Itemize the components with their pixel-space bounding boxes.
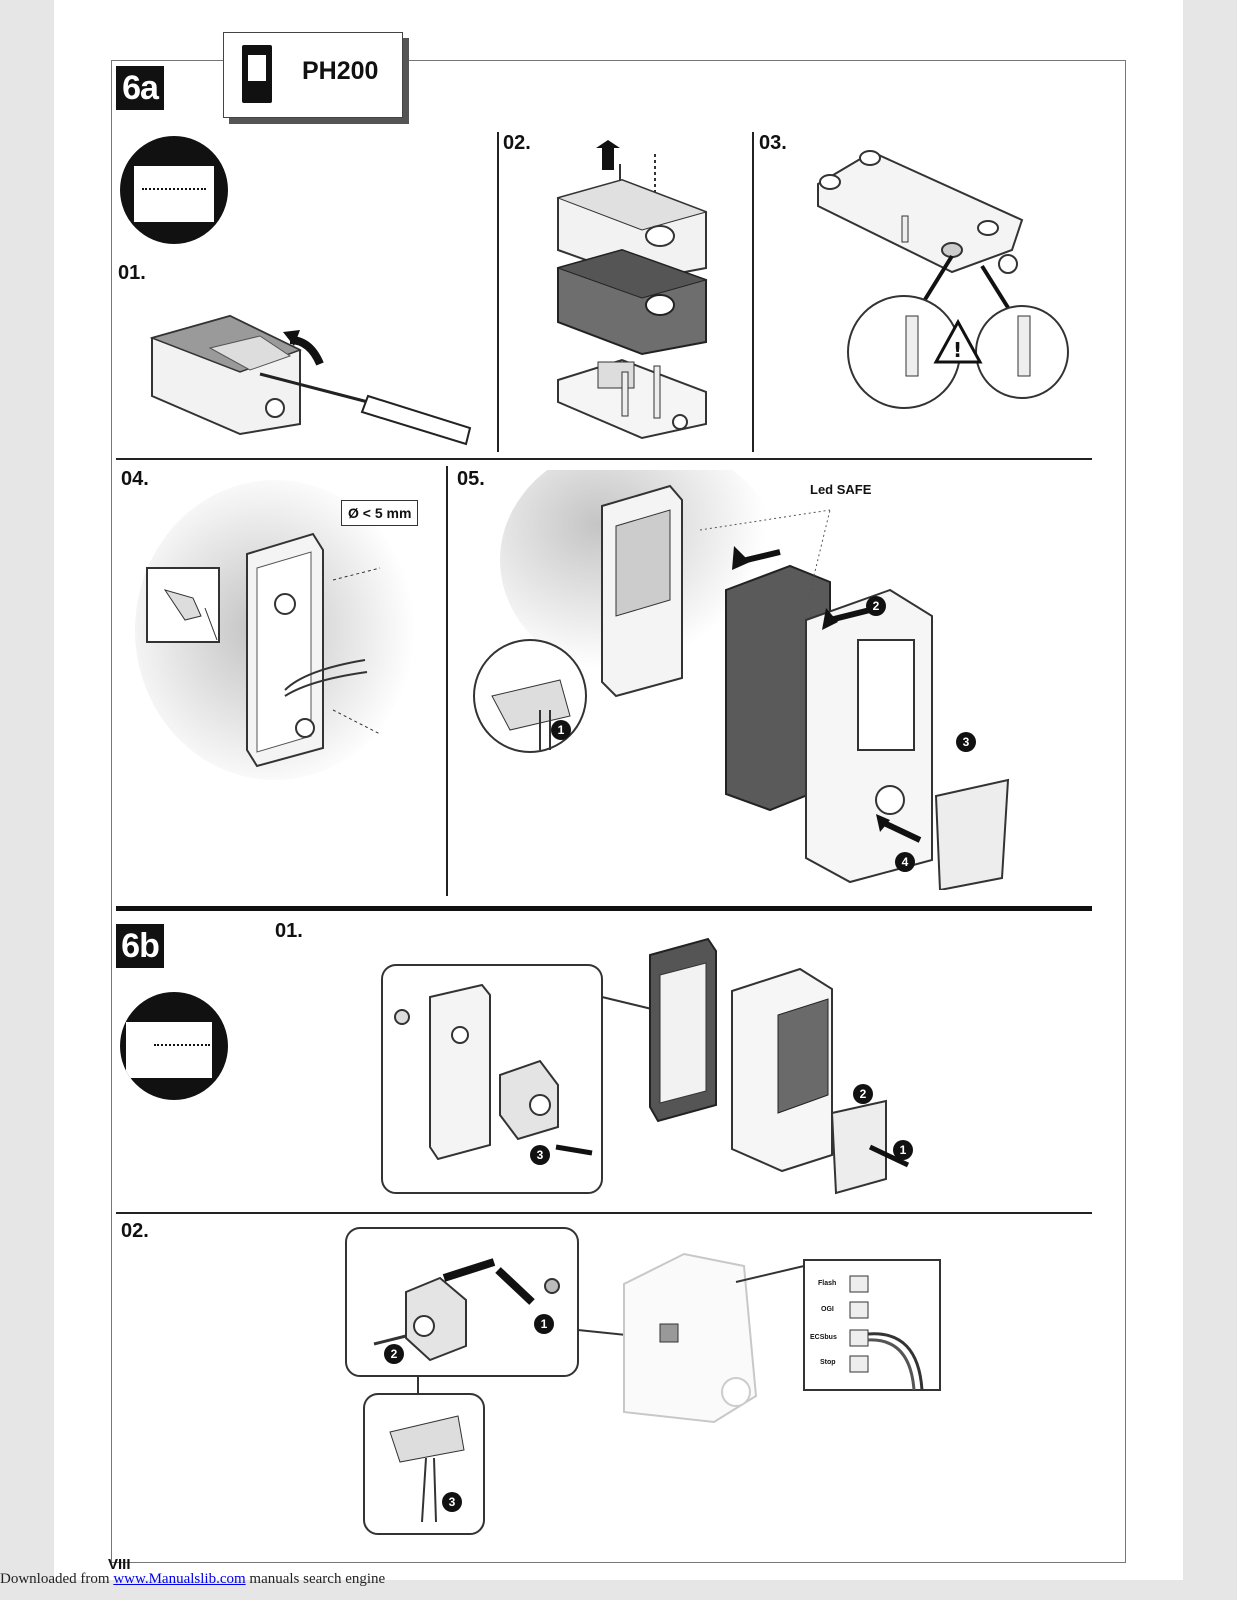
model-name: PH200: [302, 57, 379, 85]
mounting-type-b-icon: [120, 992, 228, 1100]
step-03-label: 03.: [759, 132, 787, 154]
svg-text:!: !: [953, 338, 962, 362]
marker-4: 4: [895, 852, 915, 872]
page-number: VIII: [108, 1556, 131, 1573]
marker-b3: 3: [530, 1145, 550, 1165]
download-footer: Downloaded from www.Manualslib.com manua…: [0, 1571, 385, 1588]
step-b02-illustration: [345, 1227, 941, 1535]
marker-c3: 3: [442, 1492, 462, 1512]
footer-prefix: Downloaded from: [0, 1571, 114, 1587]
section-6b-label: 6b: [116, 924, 164, 968]
step-b01-illustration: [381, 937, 910, 1195]
terminal-ecsbus-label: ECSbus: [810, 1334, 837, 1341]
divider: [497, 132, 499, 452]
divider: [752, 132, 754, 452]
section-divider: [116, 906, 1092, 911]
mounting-type-a-icon: [120, 136, 228, 244]
step-02-illustration: [556, 140, 708, 440]
step-02-label: 02.: [503, 132, 531, 154]
step-05-label: 05.: [457, 468, 485, 490]
divider: [446, 466, 448, 896]
step-b02-label: 02.: [121, 1220, 149, 1242]
marker-b2: 2: [853, 1084, 873, 1104]
step-b01-label: 01.: [275, 920, 303, 942]
section-6a-label: 6a: [116, 66, 164, 110]
drill-size-callout: Ø < 5 mm: [341, 500, 419, 526]
marker-c1: 1: [534, 1314, 554, 1334]
marker-c2: 2: [384, 1344, 404, 1364]
manualslib-link[interactable]: www.Manualslib.com: [113, 1571, 246, 1587]
footer-suffix: manuals search engine: [245, 1571, 386, 1587]
step-01-label: 01.: [118, 262, 146, 284]
marker-2: 2: [866, 596, 886, 616]
page-frame: [111, 60, 1126, 1563]
led-safe-label: Led SAFE: [810, 482, 872, 497]
divider: [116, 458, 1092, 460]
step-05-illustration: [473, 470, 1010, 890]
step-03-illustration: !: [817, 150, 1069, 409]
step-01-illustration: [149, 314, 472, 446]
marker-3: 3: [956, 732, 976, 752]
marker-b1: 1: [893, 1140, 913, 1160]
model-badge: PH200: [223, 32, 403, 118]
divider: [116, 1212, 1092, 1214]
step-04-illustration: [135, 480, 415, 780]
terminal-flash-label: Flash: [818, 1280, 837, 1287]
terminal-ogi-label: OGI: [821, 1306, 834, 1313]
terminal-stop-label: Stop: [820, 1359, 836, 1366]
marker-1: 1: [551, 720, 571, 740]
step-04-label: 04.: [121, 468, 149, 490]
photocell-icon: [242, 45, 272, 103]
